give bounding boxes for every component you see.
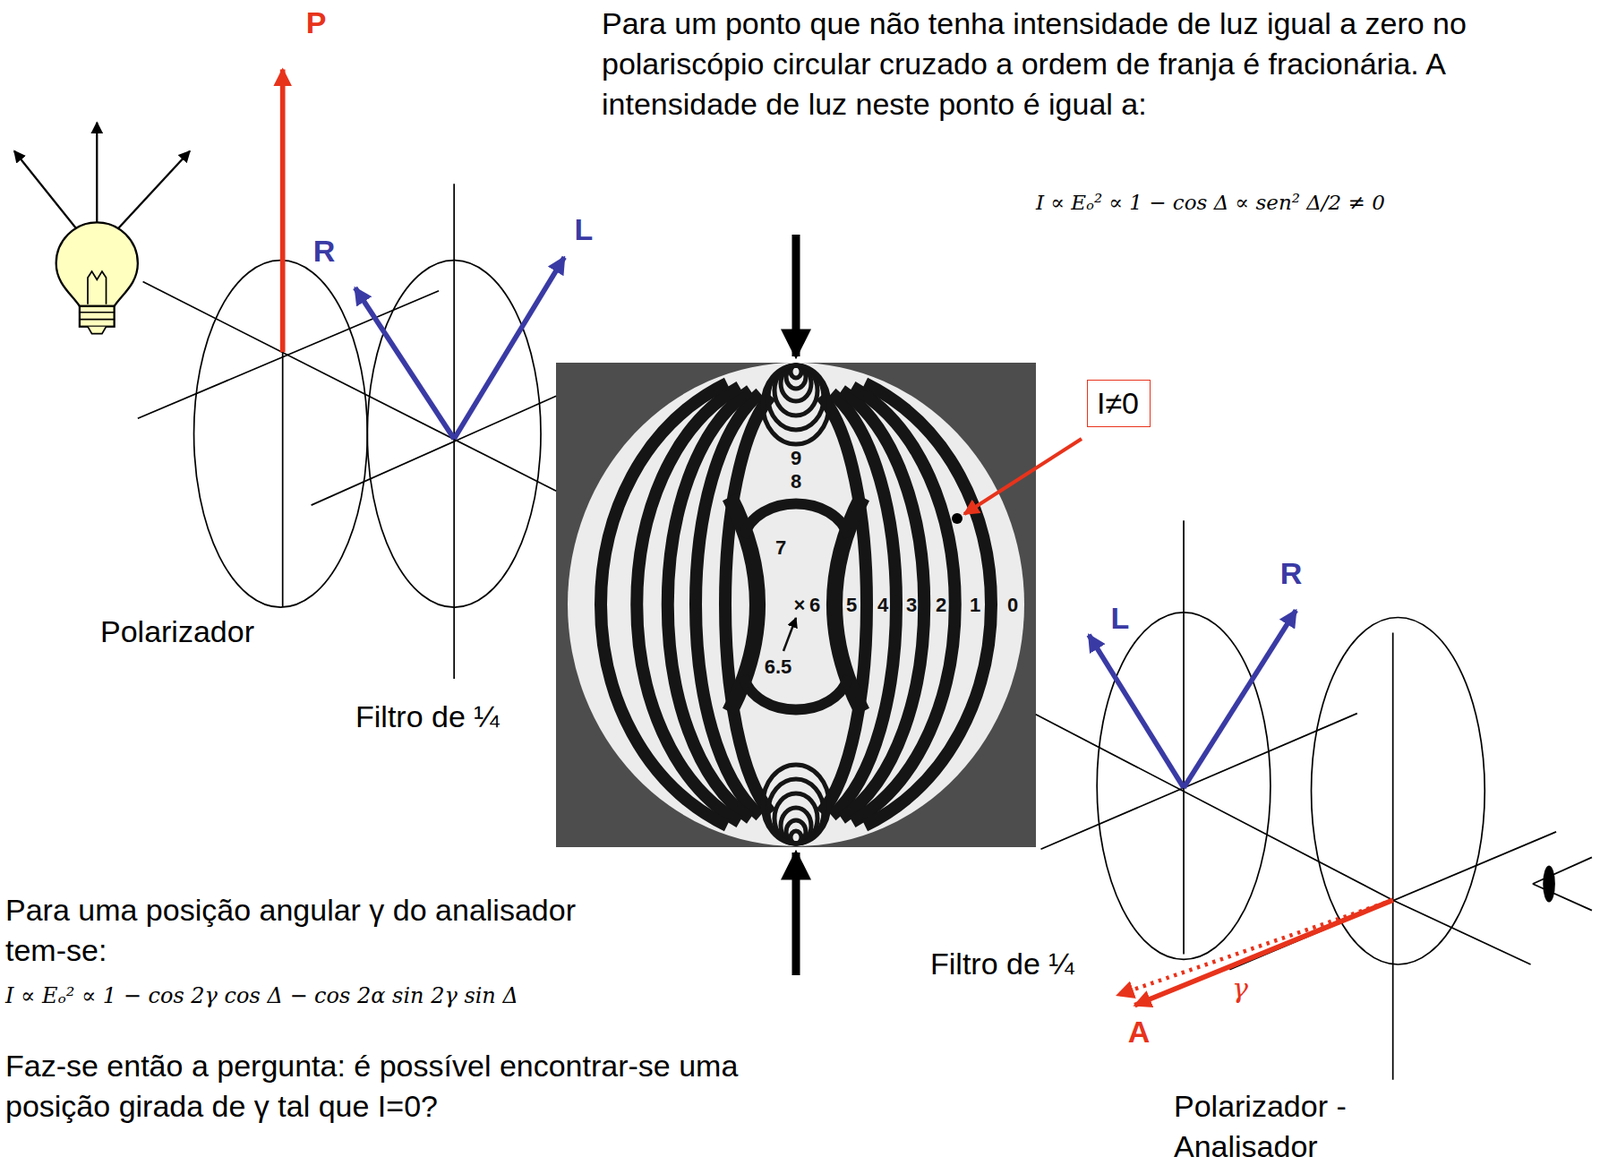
fringe-order: 6.5 — [764, 656, 793, 678]
fringe — [725, 395, 771, 813]
analyzer-plate — [1311, 617, 1486, 965]
fringe — [831, 393, 897, 816]
axis-letter: R — [1280, 553, 1303, 594]
fast-axis-arrow — [1183, 610, 1296, 788]
fringe — [762, 365, 830, 445]
callout-text: I≠0 — [1096, 384, 1141, 422]
plate-axis — [311, 395, 557, 505]
axis-letter: L — [1111, 598, 1130, 639]
slow-axis-arrow — [453, 256, 565, 439]
eye-outline — [1532, 856, 1592, 884]
fringe — [600, 383, 728, 826]
load-arrow — [792, 234, 801, 357]
pointer-arrow — [783, 617, 796, 651]
bulb-thread — [79, 318, 115, 321]
fringe-order: 2 — [935, 594, 947, 617]
fringe-order: 3 — [906, 594, 917, 617]
leader-line — [964, 438, 1082, 514]
fringe-order: 8 — [790, 470, 802, 493]
load-arrow — [792, 852, 801, 976]
slow-axis-arrow — [1088, 634, 1184, 788]
plate-axis — [1182, 520, 1185, 954]
plate-axis — [1040, 713, 1357, 850]
note-text: Para um ponto que não tenha intensidade … — [601, 3, 1587, 125]
fringe-order: 1 — [969, 594, 981, 617]
axis-letter: A — [1128, 1011, 1151, 1053]
light-ray — [95, 122, 98, 225]
component-label: Polarizador — [100, 611, 255, 652]
fringe — [743, 675, 849, 711]
eye — [1532, 856, 1592, 910]
light-ray — [114, 151, 190, 233]
callout-box: I≠0 — [1086, 379, 1151, 428]
intensity-formula: I ∝ Eₒ² ∝ 1 − cos Δ ∝ sen² Δ/2 ≠ 0 — [1035, 188, 1386, 216]
polarizer-axis-arrow — [280, 68, 286, 352]
fringe — [695, 393, 761, 816]
axis-letter: L — [574, 209, 594, 250]
fast-axis-arrow — [355, 287, 455, 439]
intensity-formula: I ∝ Eₒ² ∝ 1 − cos 2γ cos Δ − cos 2α sin … — [5, 981, 519, 1010]
point-mark: × — [794, 594, 806, 617]
point-marker — [951, 513, 963, 524]
fringe-order: 6 — [809, 594, 821, 617]
eye-pupil — [1542, 864, 1556, 902]
analyzer-axis-arrow — [1134, 899, 1393, 1005]
component-label: Filtro de ¼ — [930, 943, 1075, 984]
filament — [87, 271, 107, 304]
axis-letter: P — [306, 2, 327, 43]
note-text: Faz-se então a pergunta: é possível enco… — [5, 1045, 812, 1127]
fringe-order: 9 — [790, 447, 802, 470]
axis-letter: R — [313, 231, 336, 272]
fringe — [743, 504, 849, 539]
fringe — [762, 764, 830, 844]
fringe — [864, 383, 992, 826]
left-plates — [137, 183, 557, 679]
component-label: Polarizador - Analisador — [1173, 1086, 1407, 1167]
component-label: Filtro de ¼ — [355, 696, 500, 737]
polariscope — [14, 68, 1592, 1079]
light-bulb — [14, 122, 190, 334]
bulb-glass — [56, 222, 138, 306]
cap-fringes — [743, 504, 849, 711]
bulb-tip — [87, 326, 107, 334]
plate-axis — [1392, 633, 1395, 1080]
fringe-photo — [556, 362, 1036, 848]
center-fringes — [729, 496, 863, 712]
note-text: Para uma posição angular γ do analisador… — [5, 889, 597, 971]
bulb-base — [79, 306, 115, 327]
optical-axis — [1035, 714, 1532, 965]
optical-axis — [143, 282, 557, 492]
plate-axis — [453, 183, 455, 679]
isochromatic-fringes — [600, 365, 992, 844]
fringe-order: 0 — [1007, 594, 1019, 617]
fringe — [821, 395, 867, 813]
disk — [567, 362, 1025, 847]
side-fringes — [600, 383, 992, 826]
photo-ground — [556, 362, 1036, 848]
right-plates — [1035, 520, 1557, 1080]
bulb-thread — [79, 311, 115, 314]
angle-symbol: γ — [1232, 972, 1249, 1004]
fringe-order: 4 — [877, 594, 889, 617]
fringe-order: 7 — [775, 537, 787, 559]
light-ray — [14, 151, 80, 233]
load-fringes — [762, 365, 830, 844]
fringe-order: 5 — [846, 594, 857, 617]
eye-outline — [1532, 883, 1592, 911]
